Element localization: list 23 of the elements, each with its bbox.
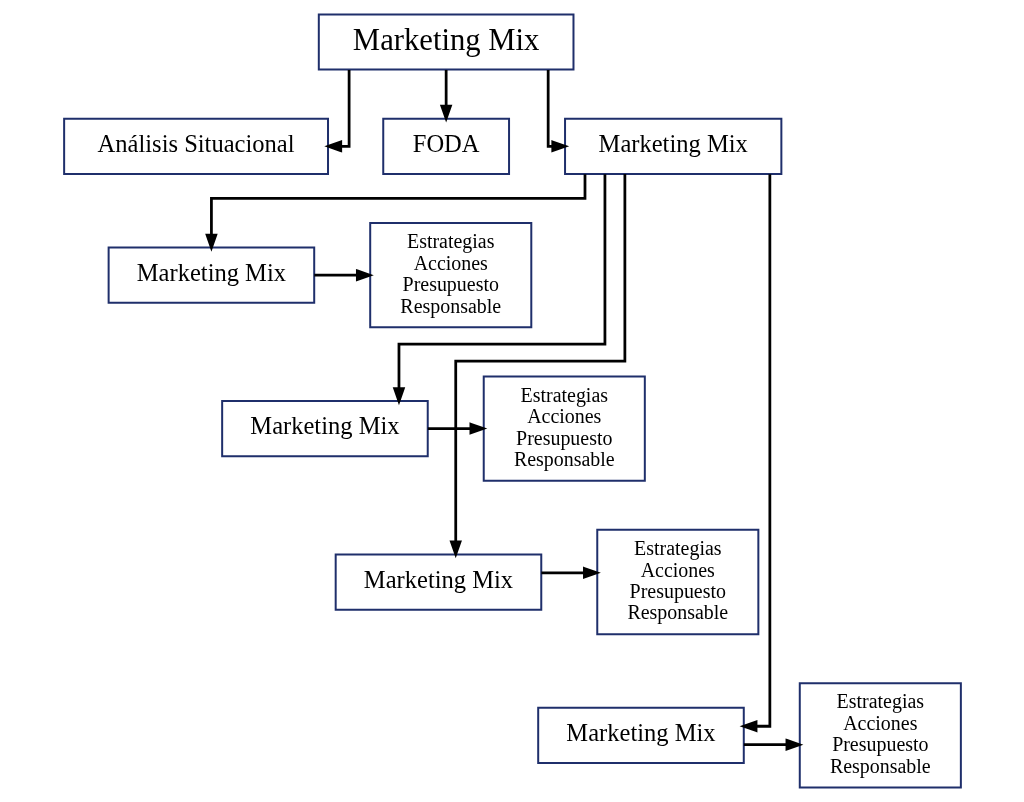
arrow <box>204 174 586 252</box>
arrow <box>439 69 452 123</box>
arrow <box>313 268 374 282</box>
node-box: Marketing Mix <box>220 400 429 458</box>
arrow <box>323 69 350 153</box>
arrow <box>743 738 803 751</box>
arrow <box>392 174 606 406</box>
node-box: Marketing Mix <box>563 117 782 175</box>
node-box: Marketing Mix <box>317 13 574 71</box>
arrow <box>540 566 601 580</box>
arrow <box>449 173 626 559</box>
arrow <box>546 69 569 153</box>
arrow <box>739 174 771 733</box>
node-box: Estrategias Acciones Presupuesto Responsable <box>595 528 759 636</box>
node-box: Análisis Situacional <box>62 117 329 175</box>
node-box: FODA <box>381 117 510 175</box>
node-box: Marketing Mix <box>536 706 745 765</box>
node-box: Estrategias Acciones Presupuesto Responsable <box>368 222 532 329</box>
node-box: Marketing Mix <box>107 246 315 304</box>
node-box: Estrategias Acciones Presupuesto Responsable <box>798 682 962 789</box>
node-box: Marketing Mix <box>334 553 542 611</box>
node-box: Estrategias Acciones Presupuesto Responsable <box>482 375 646 482</box>
arrow <box>427 422 487 435</box>
